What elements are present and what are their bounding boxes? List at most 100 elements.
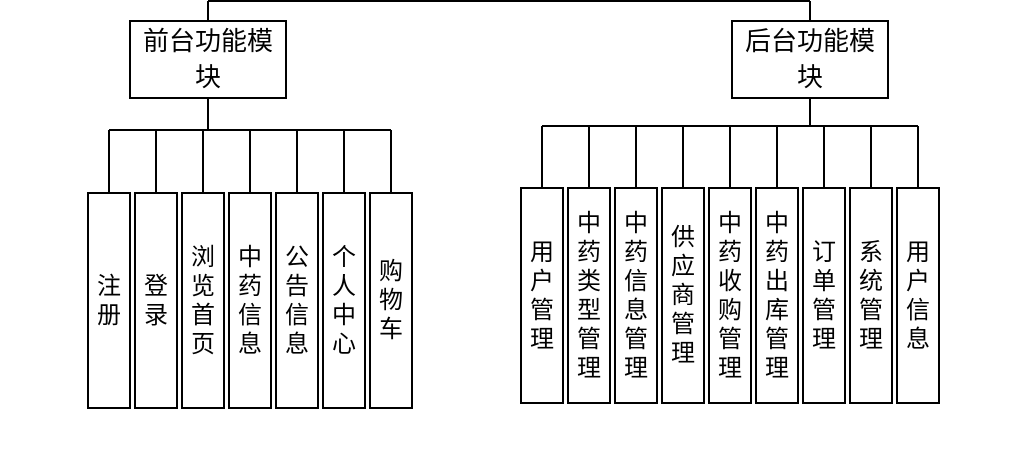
back-module-label: 中药出库管理 [765,209,789,383]
front-module-box: 个人中心 [322,192,366,409]
back-module-char: 用 [530,237,554,266]
back-module-char: 中 [718,208,742,237]
back-module-box: 用户管理 [520,187,564,404]
front-module-box: 公告信息 [275,192,319,409]
back-module-char: 管 [812,295,836,324]
back-module-label: 供应商管理 [671,223,695,368]
back-module-label: 订单管理 [812,238,836,354]
back-module-box: 中药收购管理 [708,187,752,404]
back-module-header: 后台功能模块 [731,20,889,99]
front-module-char: 中 [332,300,356,329]
front-module-label: 个人中心 [332,243,356,359]
front-module-box: 登录 [134,192,178,409]
back-module-char: 药 [718,237,742,266]
back-module-box: 供应商管理 [661,187,705,404]
front-module-char: 览 [191,271,215,300]
front-module-char: 告 [285,271,309,300]
front-module-char: 册 [97,300,121,329]
back-module-label: 中药类型管理 [577,209,601,383]
back-module-char: 单 [812,266,836,295]
front-module-title: 前台功能模块 [142,26,273,93]
front-module-label: 注册 [97,272,121,330]
back-module-char: 统 [859,266,883,295]
back-module-char: 理 [859,324,883,353]
front-module-label: 登录 [144,272,168,330]
back-module-char: 管 [624,324,648,353]
back-module-char: 管 [577,324,601,353]
back-module-char: 管 [530,295,554,324]
back-module-char: 理 [530,324,554,353]
front-module-char: 注 [97,271,121,300]
back-module-char: 订 [812,237,836,266]
back-module-char: 理 [624,353,648,382]
front-module-char: 中 [238,242,262,271]
back-module-char: 类 [577,266,601,295]
back-module-char: 库 [765,295,789,324]
back-module-char: 户 [906,266,930,295]
front-module-char: 人 [332,271,356,300]
back-module-char: 供 [671,223,695,251]
front-module-label: 浏览首页 [191,243,215,359]
back-module-box: 中药类型管理 [567,187,611,404]
front-module-char: 信 [238,300,262,329]
back-module-char: 信 [624,266,648,295]
back-module-char: 系 [859,237,883,266]
back-module-char: 出 [765,266,789,295]
back-module-label: 用户信息 [906,238,930,354]
front-module-box: 浏览首页 [181,192,225,409]
back-module-char: 收 [718,266,742,295]
back-module-char: 理 [577,353,601,382]
back-module-char: 药 [765,237,789,266]
front-module-char: 公 [285,242,309,271]
back-module-char: 息 [906,324,930,353]
front-module-box: 购物车 [369,192,413,409]
back-module-char: 型 [577,295,601,324]
back-module-box: 系统管理 [849,187,893,404]
back-module-char: 理 [718,353,742,382]
back-module-label: 用户管理 [530,238,554,354]
back-module-char: 理 [765,353,789,382]
back-module-label: 中药信息管理 [624,209,648,383]
front-module-char: 首 [191,300,215,329]
back-module-box: 订单管理 [802,187,846,404]
back-module-char: 中 [765,208,789,237]
back-module-char: 用 [906,237,930,266]
front-module-char: 心 [332,329,356,358]
front-module-char: 物 [379,286,403,314]
front-module-box: 注册 [87,192,131,409]
back-module-char: 购 [718,295,742,324]
back-module-char: 药 [577,237,601,266]
back-module-char: 管 [859,295,883,324]
back-module-char: 息 [624,295,648,324]
back-module-box: 中药信息管理 [614,187,658,404]
back-module-box: 用户信息 [896,187,940,404]
back-module-char: 理 [671,339,695,367]
front-module-char: 车 [379,315,403,343]
front-module-char: 信 [285,300,309,329]
front-module-label: 公告信息 [285,243,309,359]
back-module-char: 应 [671,252,695,280]
back-module-char: 商 [671,281,695,309]
back-module-char: 中 [624,208,648,237]
back-module-char: 管 [671,310,695,338]
back-module-char: 管 [765,324,789,353]
back-module-char: 户 [530,266,554,295]
back-module-char: 理 [812,324,836,353]
front-module-char: 登 [144,271,168,300]
front-module-label: 中药信息 [238,243,262,359]
back-module-char: 信 [906,295,930,324]
front-module-char: 息 [285,329,309,358]
front-module-box: 中药信息 [228,192,272,409]
front-module-char: 息 [238,329,262,358]
front-module-char: 个 [332,242,356,271]
front-module-char: 药 [238,271,262,300]
front-module-header: 前台功能模块 [129,20,287,99]
front-module-label: 购物车 [379,257,403,344]
front-module-char: 页 [191,329,215,358]
back-module-char: 管 [718,324,742,353]
back-module-label: 中药收购管理 [718,209,742,383]
front-module-char: 录 [144,300,168,329]
back-module-label: 系统管理 [859,238,883,354]
back-module-box: 中药出库管理 [755,187,799,404]
